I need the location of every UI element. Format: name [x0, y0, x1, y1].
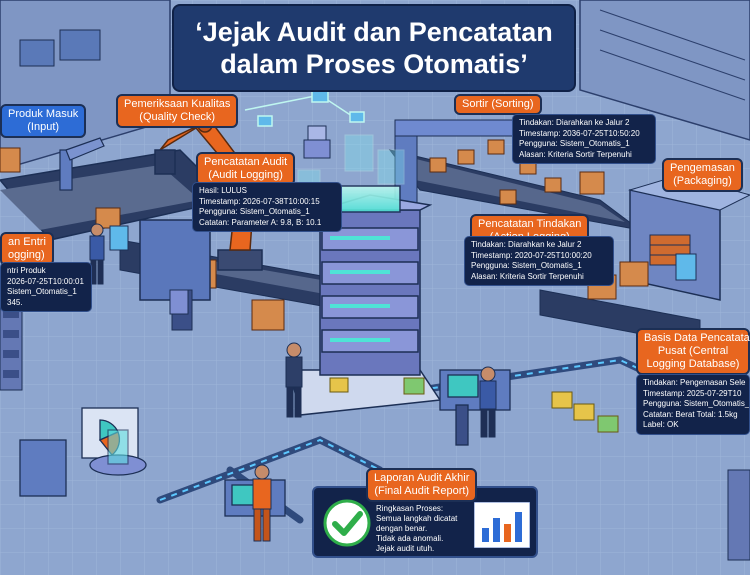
label-sorting: Sortir (Sorting)	[454, 94, 542, 115]
label-final-report: Laporan Audit Akhir (Final Audit Report)	[366, 468, 478, 502]
final-report-summary: Ringkasan Proses: Semua langkah dicatat …	[376, 504, 458, 553]
main-title-line-1: ‘Jejak Audit dan Pencatatan	[195, 17, 553, 47]
main-title-box: ‘Jejak Audit dan Pencatatan dalam Proses…	[172, 4, 576, 92]
check-icon	[323, 499, 371, 547]
label-packaging: Pengemasan (Packaging)	[662, 158, 743, 192]
info-entry-logging: ntri Produk 2026-07-25T10:00:01 Sistem_O…	[0, 262, 92, 312]
folder-icon	[329, 377, 619, 433]
info-action-logging: Tindakan: Diarahkan ke Jalur 2 Timestamp…	[464, 236, 614, 286]
central-server	[289, 185, 442, 416]
info-sorting: Tindakan: Diarahkan ke Jalur 2 Timestamp…	[512, 114, 656, 164]
label-entry-logging: an Entri ogging)	[0, 232, 54, 266]
label-audit-logging: Pencatatan Audit (Audit Logging)	[196, 152, 296, 186]
label-central-database: Basis Data Pencatatan Pusat (Central Log…	[636, 328, 750, 375]
label-input: Produk Masuk (Input)	[0, 104, 87, 138]
info-audit-logging: Hasil: LULUS Timestamp: 2026-07-38T10:00…	[192, 182, 342, 232]
robot-icon	[303, 125, 331, 159]
label-quality-check: Pemeriksaan Kualitas (Quality Check)	[116, 94, 239, 128]
worker-people	[89, 223, 497, 542]
main-title-line-2: dalam Proses Otomatis’	[220, 49, 528, 79]
info-central-database: Tindakan: Pengemasan Sele Timestamp: 202…	[636, 374, 750, 435]
bar-chart-icon	[474, 502, 530, 548]
